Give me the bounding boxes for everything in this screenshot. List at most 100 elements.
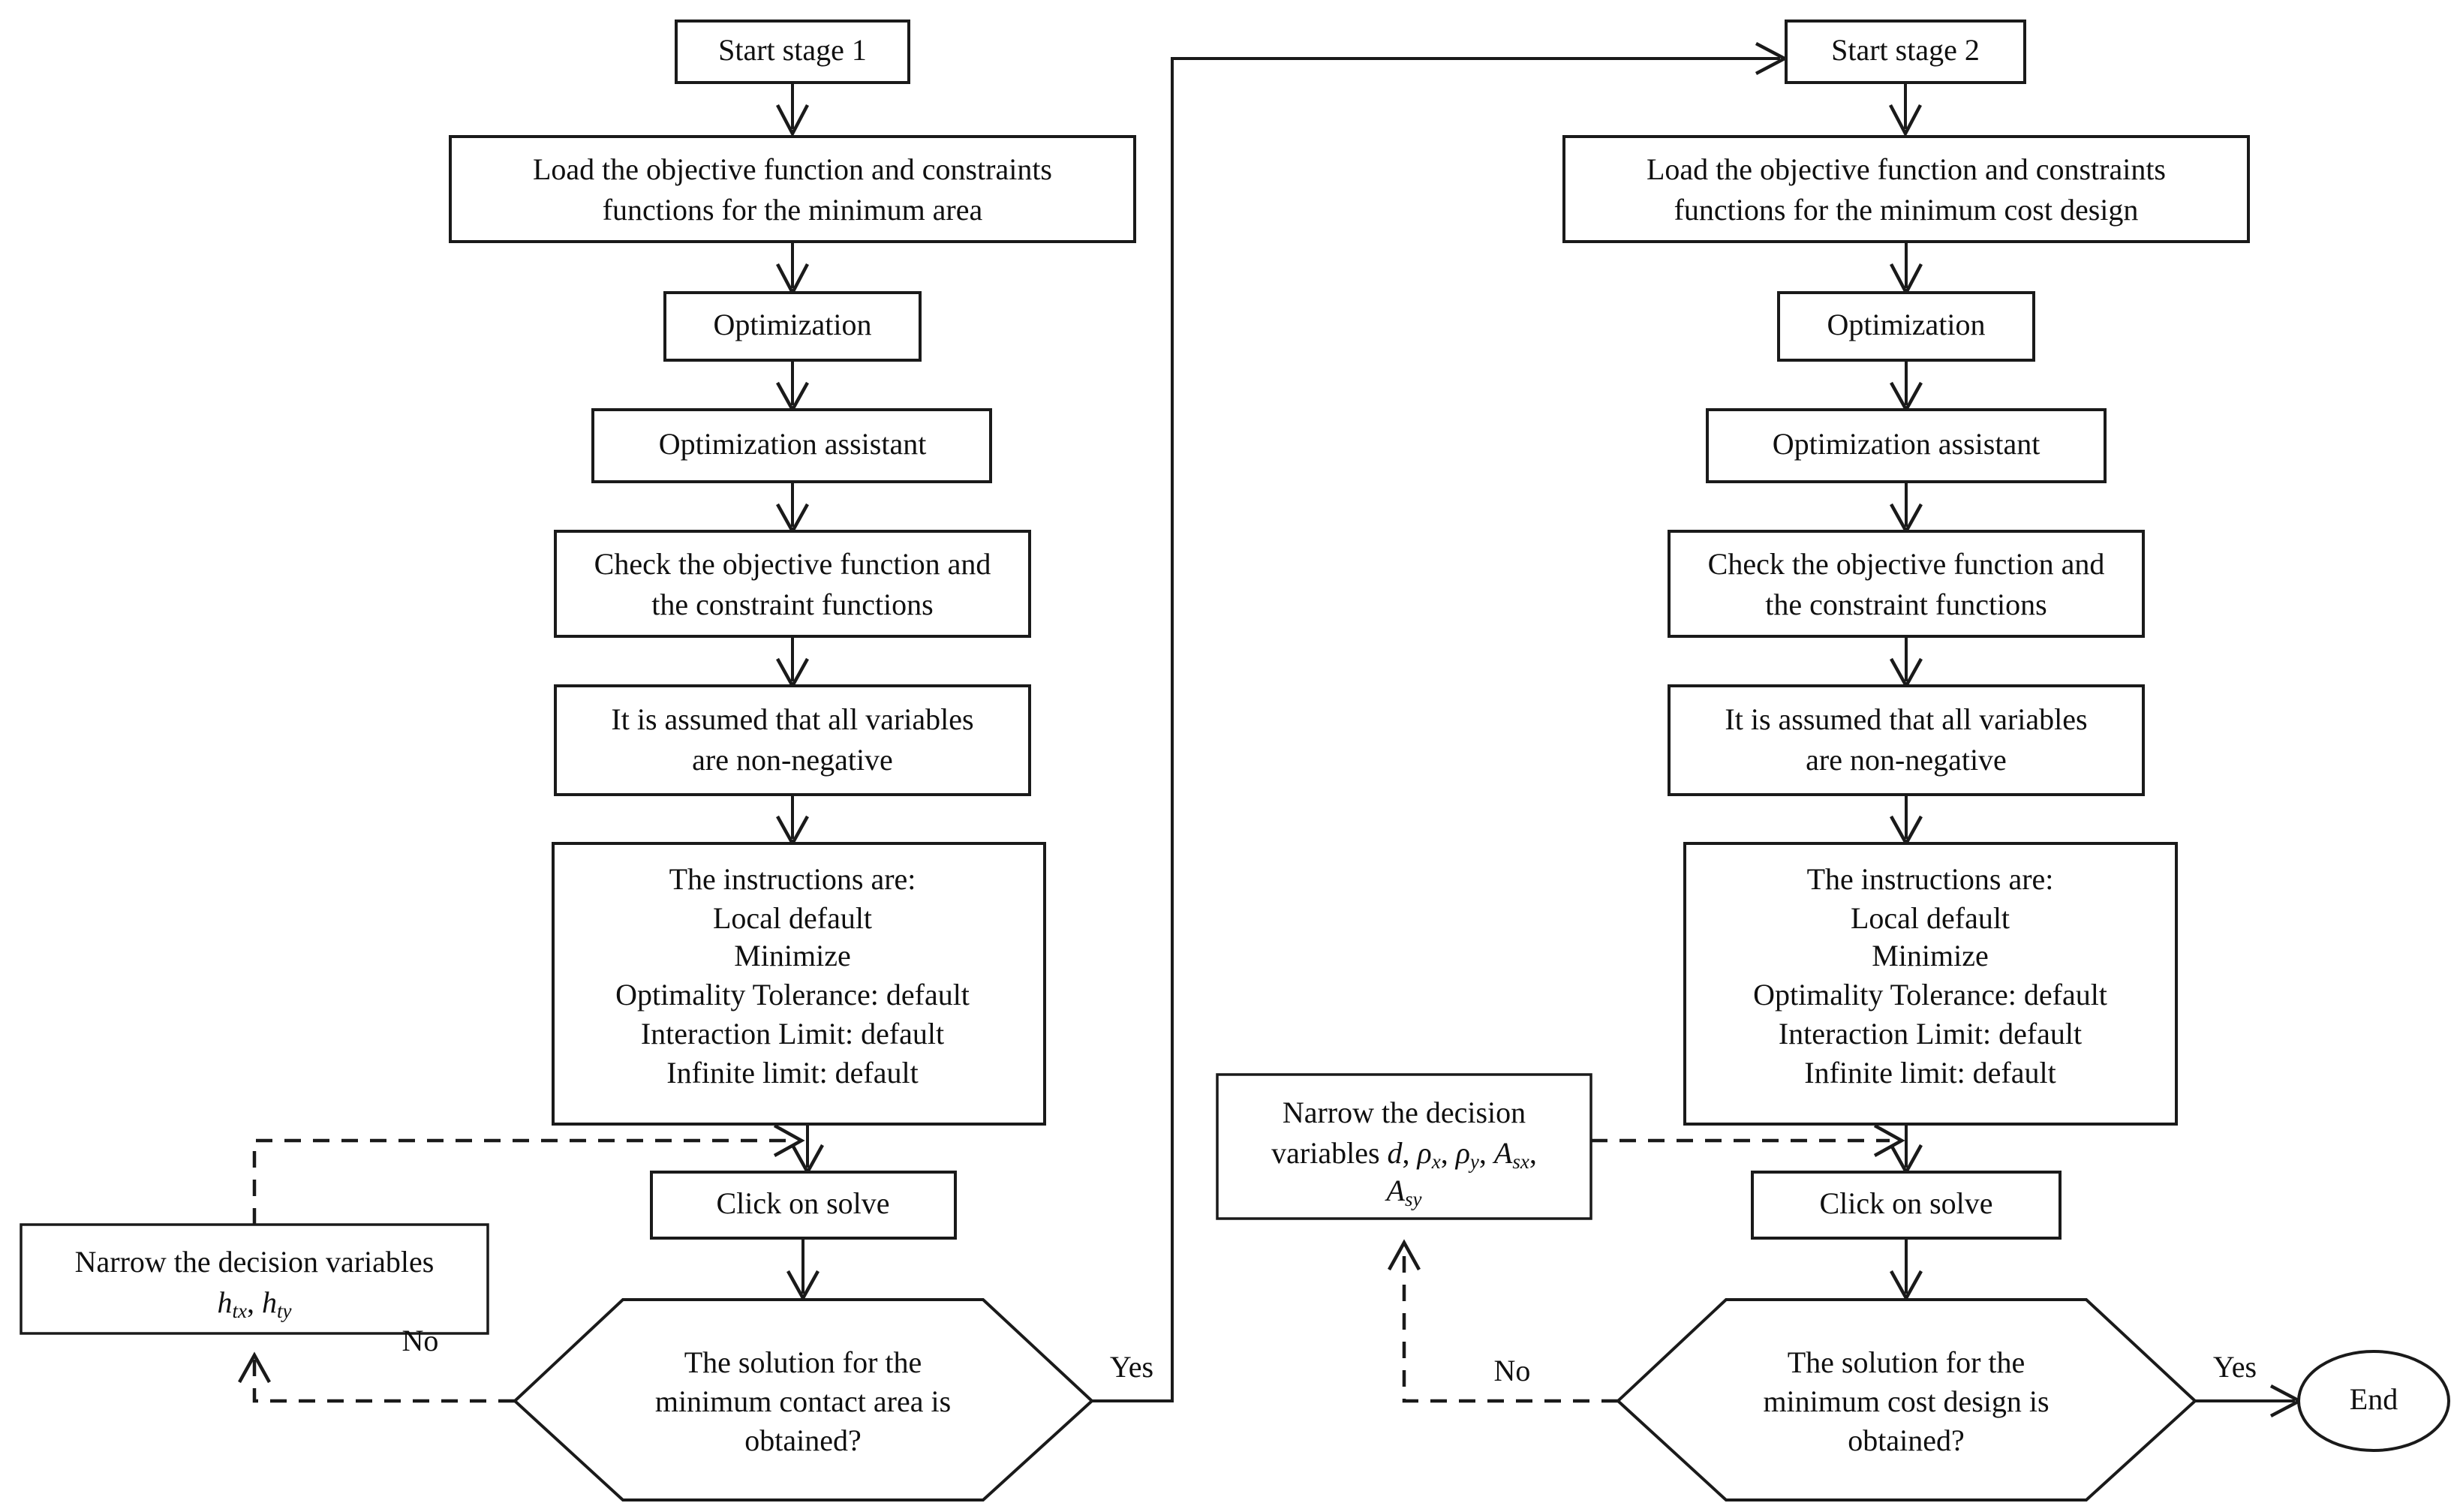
- node-check-functions-stage-2[interactable]: Check the objective function and the con…: [1668, 530, 2145, 638]
- node-instructions-stage-2-line4: Optimality Tolerance: default: [1753, 978, 2107, 1012]
- edge-yes-stage1-to-stage2: Yes: [1092, 42, 1788, 1402]
- node-click-solve-stage-1[interactable]: Click on solve: [650, 1171, 957, 1240]
- node-instructions-stage-1-line5: Interaction Limit: default: [641, 1017, 944, 1051]
- var-h-tx-base: h: [218, 1285, 233, 1319]
- node-narrow-variables-stage-2-line1: Narrow the decision: [1283, 1096, 1526, 1129]
- node-start-stage-2-label: Start stage 2: [1831, 33, 1980, 67]
- arrow-check2-to-assume2: [1890, 636, 1923, 690]
- var-sep-d: ,: [1529, 1136, 1537, 1170]
- node-assume-nonnegative-stage-2-line1: It is assumed that all variables: [1725, 702, 2087, 736]
- arrow-instructions2-to-clicksolve2: [1890, 1124, 1923, 1176]
- node-decision-stage-2-line1: The solution for the: [1788, 1345, 2025, 1379]
- arrow-optimization2-to-assistant2: [1890, 360, 1923, 413]
- edge-label-no-stage-1: No: [402, 1324, 439, 1357]
- var-rho-x-sub: x: [1431, 1150, 1441, 1173]
- node-assume-nonnegative-stage-2[interactable]: It is assumed that all variables are non…: [1668, 684, 2145, 796]
- arrow-start1-to-load1: [776, 83, 809, 137]
- node-instructions-stage-1-line1: The instructions are:: [669, 862, 916, 896]
- node-decision-stage-1-line2: minimum contact area is: [655, 1384, 951, 1418]
- node-narrow-variables-stage-1[interactable]: Narrow the decision variables htx, hty: [20, 1223, 489, 1335]
- node-instructions-stage-2-line3: Minimize: [1872, 939, 1989, 972]
- node-load-functions-stage-2[interactable]: Load the objective function and constrai…: [1562, 135, 2250, 243]
- edge-label-no-stage-2: No: [1494, 1354, 1531, 1387]
- arrow-check1-to-assume1: [776, 636, 809, 690]
- node-load-functions-stage-1[interactable]: Load the objective function and constrai…: [449, 135, 1136, 243]
- node-optimization-assistant-stage-1[interactable]: Optimization assistant: [591, 408, 992, 483]
- node-instructions-stage-1-line2: Local default: [713, 901, 872, 935]
- arrow-instructions1-to-clicksolve1: [791, 1124, 824, 1176]
- node-click-solve-stage-2[interactable]: Click on solve: [1751, 1171, 2062, 1240]
- var-h-ty-sub: ty: [277, 1300, 292, 1322]
- node-optimization-stage-1[interactable]: Optimization: [663, 291, 922, 362]
- arrow-clicksolve2-to-decision2: [1890, 1238, 1923, 1302]
- arrow-load2-to-optimization2: [1890, 242, 1923, 296]
- node-decision-stage-2-line2: minimum cost design is: [1763, 1384, 2049, 1418]
- node-instructions-stage-2-line6: Infinite limit: default: [1804, 1056, 2056, 1090]
- node-load-functions-stage-1-line1: Load the objective function and constrai…: [533, 152, 1052, 186]
- edge-label-yes-stage-2: Yes: [2213, 1350, 2257, 1384]
- var-h-ty-base: h: [262, 1285, 277, 1319]
- node-narrow-variables-stage-2[interactable]: Narrow the decision variables d, ρx, ρy,…: [1216, 1073, 1592, 1220]
- node-click-solve-stage-1-label: Click on solve: [716, 1186, 889, 1220]
- var-A-sy-base: A: [1385, 1174, 1406, 1207]
- var-rho-x-base: ρ: [1416, 1136, 1432, 1170]
- edge-no-feedback-stage-2: No: [1388, 1239, 1618, 1403]
- var-rho-y-base: ρ: [1454, 1136, 1470, 1170]
- var-rho-y-sub: y: [1468, 1150, 1479, 1173]
- node-check-functions-stage-1-line1: Check the objective function and: [594, 547, 991, 581]
- node-optimization-stage-2-label: Optimization: [1827, 308, 1985, 341]
- narrow2-prefix: variables: [1271, 1136, 1387, 1170]
- node-optimization-assistant-stage-2[interactable]: Optimization assistant: [1706, 408, 2107, 483]
- var-A-sy-sub: sy: [1405, 1188, 1422, 1210]
- node-optimization-assistant-stage-1-label: Optimization assistant: [659, 427, 927, 461]
- node-narrow-variables-stage-1-line1: Narrow the decision variables: [75, 1245, 435, 1279]
- var-A-sx-base: A: [1492, 1136, 1513, 1170]
- arrow-optimization1-to-assistant1: [776, 360, 809, 413]
- node-check-functions-stage-2-line1: Check the objective function and: [1708, 547, 2105, 581]
- node-instructions-stage-2-line1: The instructions are:: [1807, 862, 2054, 896]
- var-sep-c: ,: [1479, 1136, 1494, 1170]
- node-check-functions-stage-1-line2: the constraint functions: [651, 588, 933, 621]
- node-instructions-stage-2-line2: Local default: [1851, 901, 2010, 935]
- node-instructions-stage-1-line3: Minimize: [734, 939, 851, 972]
- node-assume-nonnegative-stage-1[interactable]: It is assumed that all variables are non…: [554, 684, 1031, 796]
- node-optimization-stage-1-label: Optimization: [713, 308, 871, 341]
- arrow-assistant2-to-check2: [1890, 482, 1923, 535]
- node-decision-stage-1-line3: obtained?: [744, 1423, 862, 1457]
- node-check-functions-stage-2-line2: the constraint functions: [1765, 588, 2047, 621]
- node-instructions-stage-2-line5: Interaction Limit: default: [1779, 1017, 2082, 1051]
- arrow-assistant1-to-check1: [776, 482, 809, 535]
- node-start-stage-1[interactable]: Start stage 1: [675, 20, 910, 84]
- node-start-stage-1-label: Start stage 1: [718, 33, 867, 67]
- node-decision-stage-2[interactable]: The solution for the minimum cost design…: [1616, 1298, 2197, 1501]
- node-optimization-stage-2[interactable]: Optimization: [1777, 291, 2035, 362]
- node-instructions-stage-2[interactable]: The instructions are: Local default Mini…: [1683, 842, 2178, 1126]
- arrow-clicksolve1-to-decision1: [786, 1238, 820, 1302]
- arrow-assume1-to-instructions1: [776, 795, 809, 847]
- node-narrow-variables-stage-2-line3: Asy: [1385, 1174, 1422, 1210]
- node-narrow-variables-stage-1-vars: htx, hty: [218, 1285, 292, 1322]
- node-assume-nonnegative-stage-1-line2: are non-negative: [692, 743, 893, 777]
- node-decision-stage-1[interactable]: The solution for the minimum contact are…: [513, 1298, 1094, 1501]
- node-start-stage-2[interactable]: Start stage 2: [1785, 20, 2026, 84]
- edge-label-yes-stage-1: Yes: [1110, 1350, 1153, 1384]
- node-end[interactable]: End: [2297, 1350, 2450, 1452]
- node-load-functions-stage-2-line1: Load the objective function and constrai…: [1647, 152, 2166, 186]
- var-A-sx-sub: sx: [1512, 1150, 1529, 1173]
- node-assume-nonnegative-stage-1-line1: It is assumed that all variables: [611, 702, 973, 736]
- node-end-label: End: [2350, 1382, 2398, 1416]
- node-decision-stage-2-line3: obtained?: [1848, 1423, 1965, 1457]
- edge-yes-stage2-to-end: Yes: [2195, 1350, 2303, 1417]
- node-instructions-stage-1[interactable]: The instructions are: Local default Mini…: [552, 842, 1046, 1126]
- var-sep-a: ,: [1403, 1136, 1418, 1170]
- node-decision-stage-1-line1: The solution for the: [684, 1345, 922, 1379]
- node-check-functions-stage-1[interactable]: Check the objective function and the con…: [554, 530, 1031, 638]
- node-narrow-variables-stage-2-line2: variables d, ρx, ρy, Asx,: [1271, 1136, 1537, 1173]
- var-sep-1: ,: [247, 1285, 262, 1319]
- node-load-functions-stage-1-line2: functions for the minimum area: [603, 193, 983, 227]
- node-load-functions-stage-2-line2: functions for the minimum cost design: [1674, 193, 2139, 227]
- node-optimization-assistant-stage-2-label: Optimization assistant: [1773, 427, 2040, 461]
- node-instructions-stage-1-line6: Infinite limit: default: [666, 1056, 918, 1090]
